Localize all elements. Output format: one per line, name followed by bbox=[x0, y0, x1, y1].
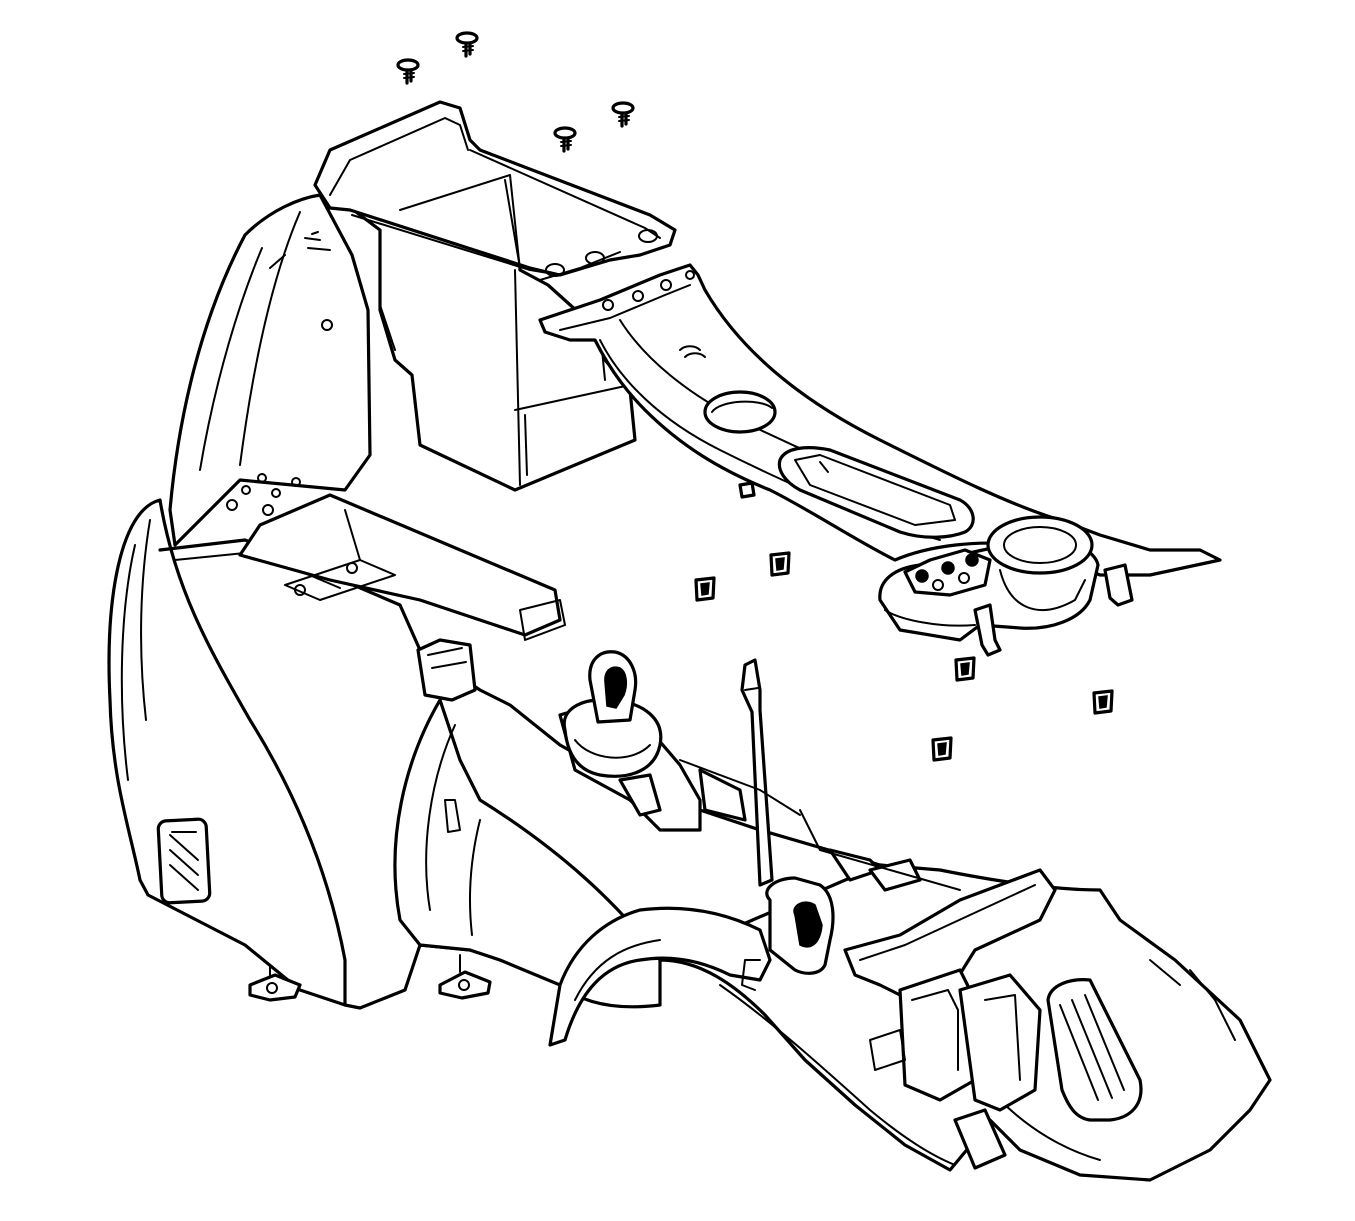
console-housing bbox=[107, 193, 1272, 1182]
screw-icon bbox=[611, 101, 635, 128]
clip-icon bbox=[694, 576, 716, 602]
screws bbox=[396, 31, 635, 153]
shifter-trim-plate bbox=[538, 263, 1222, 657]
clip-icon bbox=[931, 736, 953, 762]
clip-icon bbox=[1092, 689, 1114, 715]
screw-icon bbox=[396, 58, 420, 85]
clip-icon bbox=[769, 551, 791, 577]
shift-lever bbox=[562, 650, 663, 817]
retainer-clips bbox=[694, 551, 1114, 762]
screw-icon bbox=[553, 126, 577, 153]
screw-icon bbox=[455, 31, 479, 58]
clip-icon bbox=[954, 656, 976, 682]
